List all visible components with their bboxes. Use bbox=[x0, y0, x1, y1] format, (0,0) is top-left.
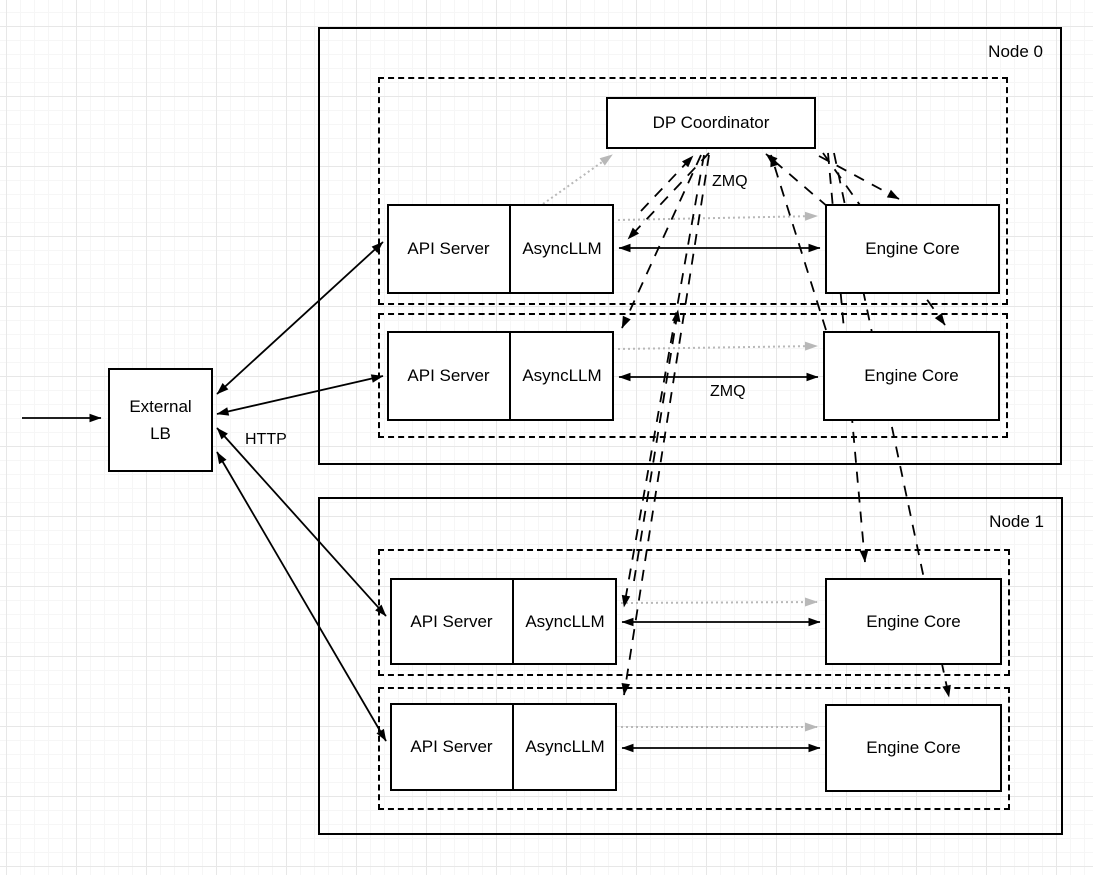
arrow-lb-node1-api2 bbox=[216, 451, 387, 742]
arrow-dotted-async1-to-coordinator bbox=[542, 154, 613, 205]
node1-row1-engine-core-label: Engine Core bbox=[866, 611, 961, 631]
node1-row2-api-async-box: API Server AsyncLLM bbox=[390, 703, 617, 791]
http-label: HTTP bbox=[245, 431, 287, 448]
arrow-dashed-engine-n0r2-to-coordinator bbox=[770, 154, 827, 331]
node1-row1-engine-core: Engine Core bbox=[825, 578, 1002, 665]
node1-row1-api-async-box: API Server AsyncLLM bbox=[390, 578, 617, 665]
external-lb-label-line2: LB bbox=[150, 424, 171, 443]
arrow-lb-node0-api2 bbox=[216, 374, 384, 416]
node0-label: Node 0 bbox=[988, 42, 1043, 61]
node0-row2-api-async-box: API Server AsyncLLM bbox=[387, 331, 614, 421]
node0-row2-asyncllm: AsyncLLM bbox=[509, 333, 613, 419]
node1-row1-asyncllm: AsyncLLM bbox=[512, 580, 616, 663]
arrow-dashed-node1-async-up bbox=[633, 309, 681, 582]
arrow-dashed-coordinator-to-engine-n0r1 bbox=[818, 155, 900, 200]
arrow-dashed-async1-to-coordinator bbox=[640, 155, 694, 212]
node1-row2-engine-core-label: Engine Core bbox=[866, 738, 961, 758]
node1-row1-api-server: API Server bbox=[410, 611, 493, 631]
node1-row2-engine-core: Engine Core bbox=[825, 704, 1002, 792]
arrow-lb-node0-api1 bbox=[216, 241, 384, 395]
node1-row2-api-server: API Server bbox=[410, 737, 493, 757]
node1-row2-asyncllm: AsyncLLM bbox=[512, 705, 616, 789]
zmq-engine-label: ZMQ bbox=[710, 383, 746, 400]
arrow-dashed-coordinator-to-async-n1r1 bbox=[621, 154, 705, 608]
node0-row1-engine-core-label: Engine Core bbox=[865, 239, 960, 259]
arrow-dotted-async-to-engine-n0r1 bbox=[617, 211, 818, 221]
external-lb-label-line1: External bbox=[129, 396, 192, 416]
external-lb-box: External LB bbox=[108, 368, 213, 472]
node0-row2-engine-core-label: Engine Core bbox=[864, 366, 959, 386]
node0-row1-api-async-box: API Server AsyncLLM bbox=[387, 204, 614, 294]
node0-rank0-group bbox=[378, 77, 1008, 305]
node0-row1-engine-core: Engine Core bbox=[825, 204, 1000, 294]
node0-row1-asyncllm: AsyncLLM bbox=[509, 206, 613, 292]
node1-rank3-group bbox=[378, 687, 1010, 810]
dp-coordinator-label: DP Coordinator bbox=[652, 113, 770, 133]
node0-row2-engine-core: Engine Core bbox=[823, 331, 1000, 421]
arrow-dotted-async-to-engine-n0r2 bbox=[617, 341, 818, 351]
zmq-coordinator-label: ZMQ bbox=[712, 173, 748, 190]
node1-label: Node 1 bbox=[989, 512, 1044, 531]
node0-row2-api-server: API Server bbox=[407, 366, 490, 386]
dp-coordinator-box: DP Coordinator bbox=[606, 97, 816, 149]
node0-row1-api-server: API Server bbox=[407, 239, 490, 259]
